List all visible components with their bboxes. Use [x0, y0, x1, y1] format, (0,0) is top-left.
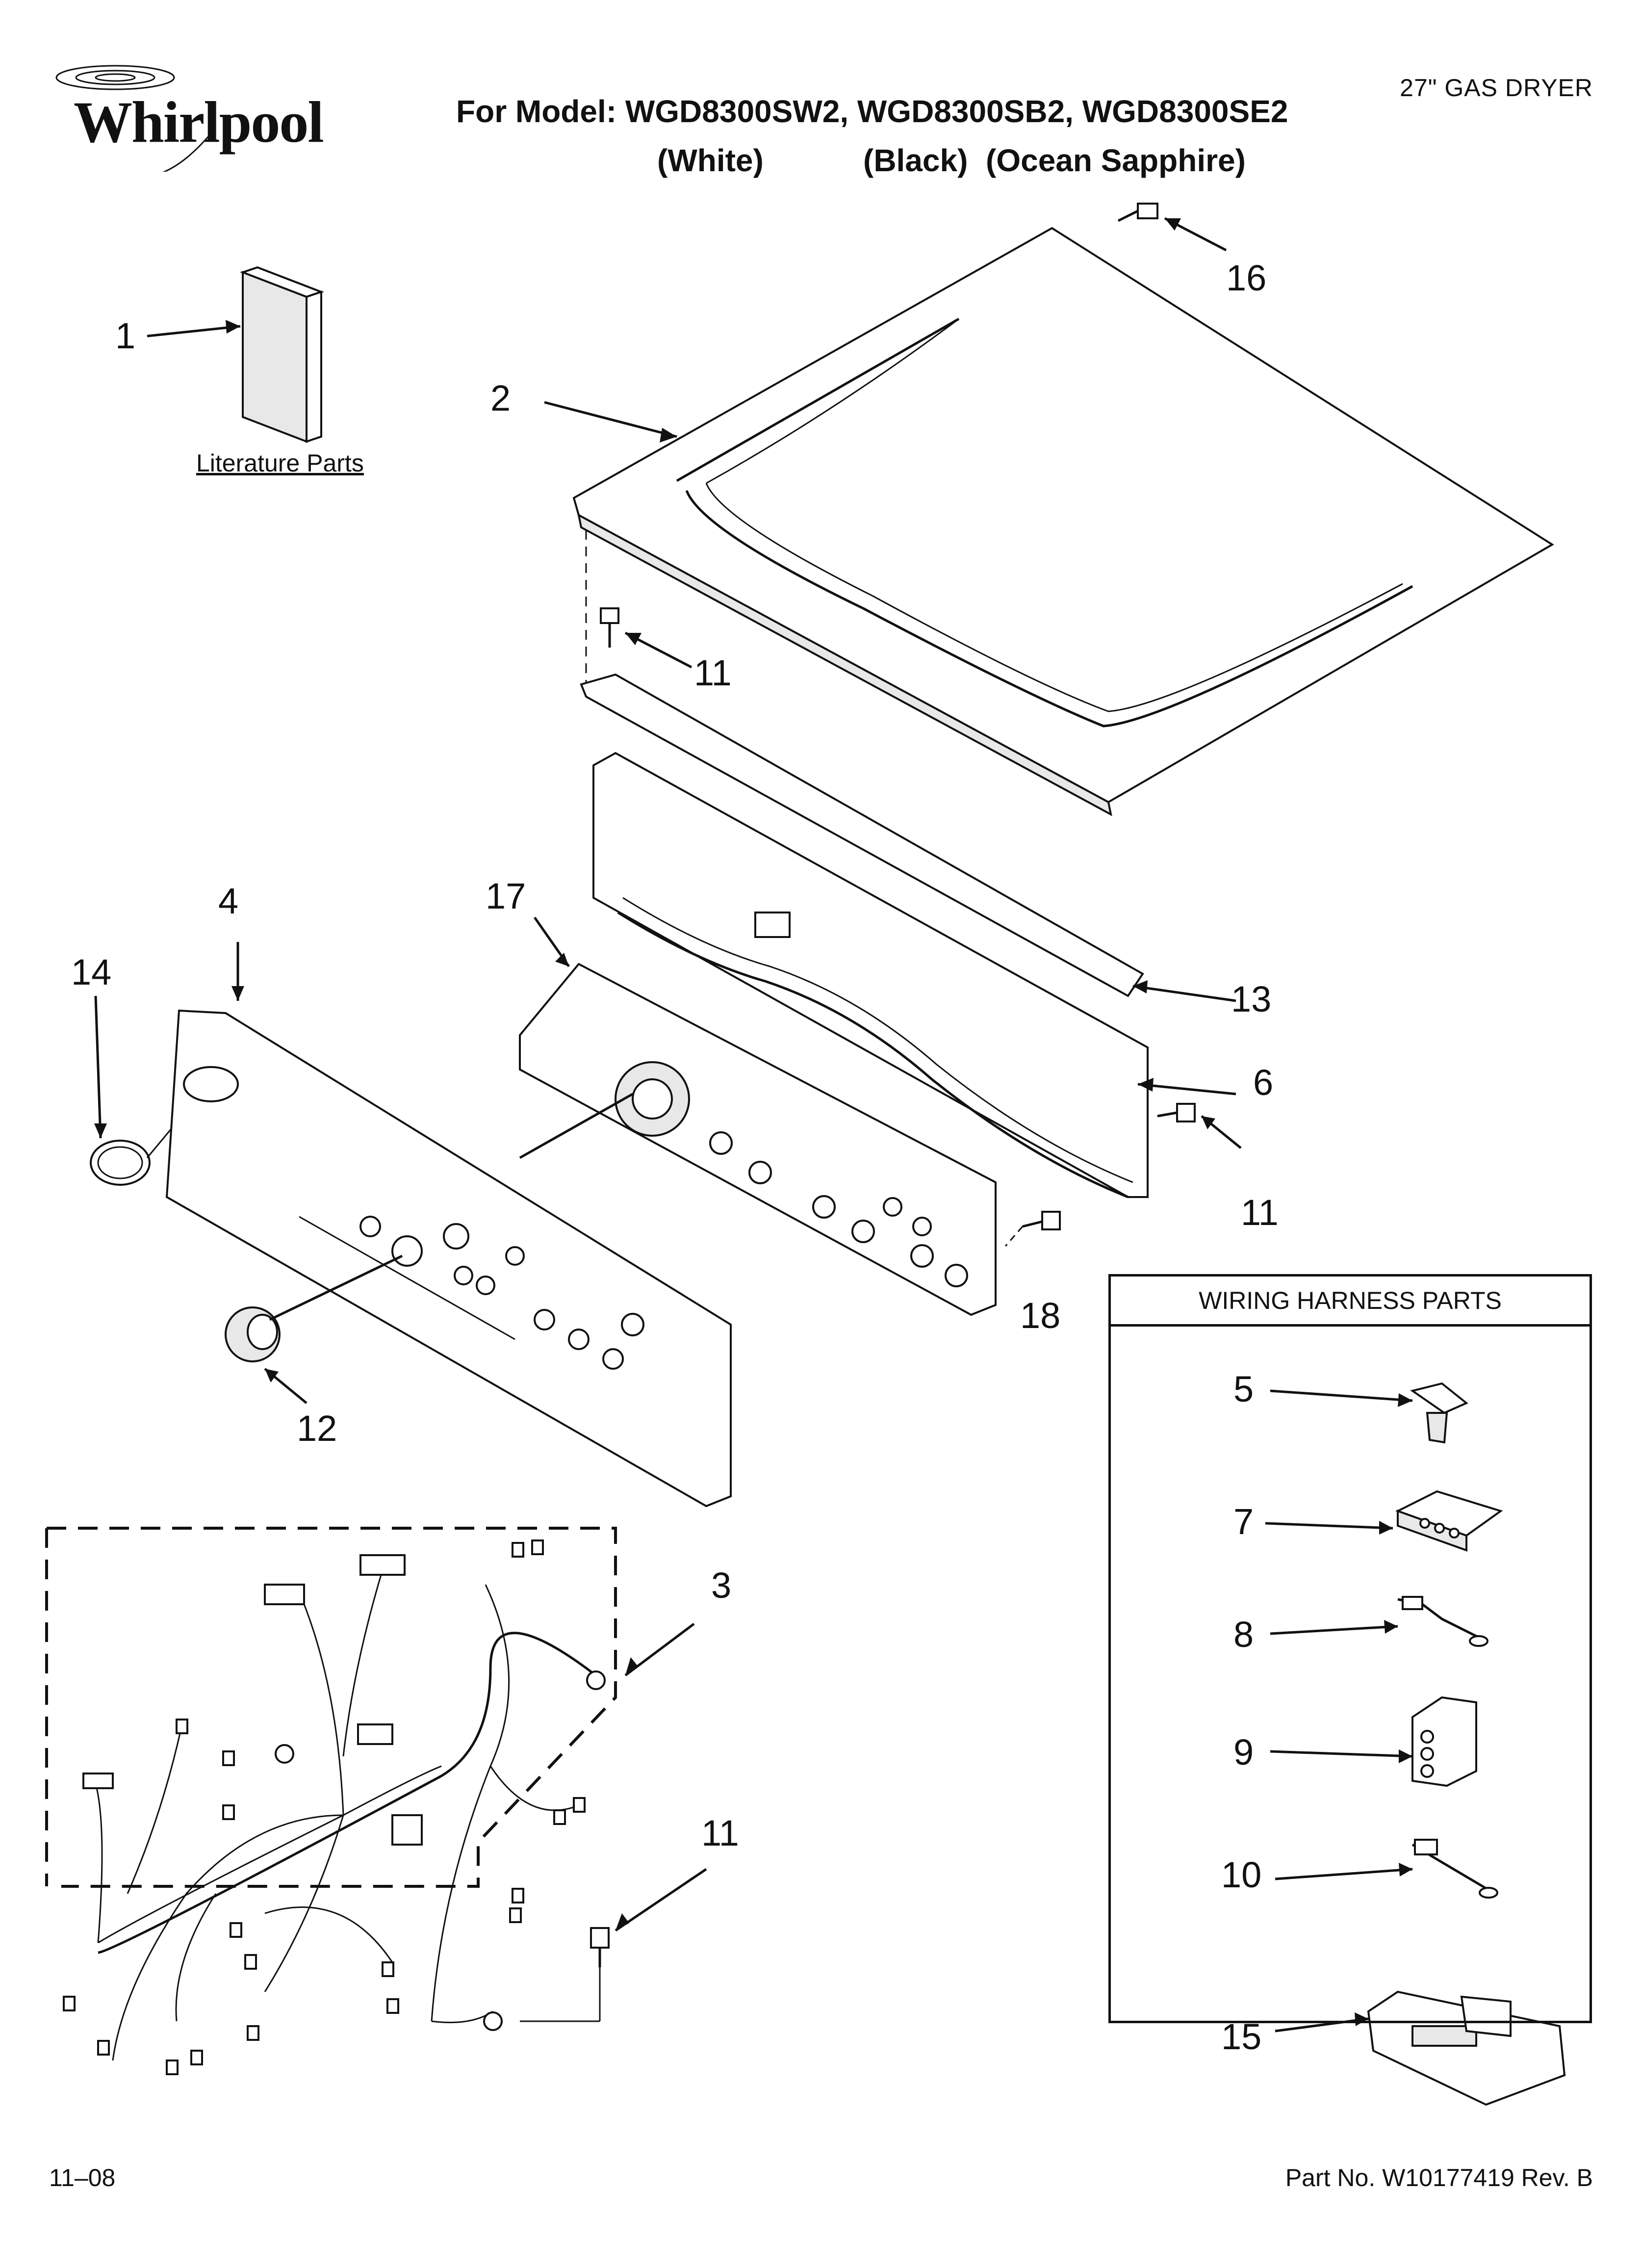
part-5-clip: [1410, 1382, 1468, 1444]
revision-date: 11–08: [49, 2164, 116, 2191]
screw-11-top: [600, 607, 619, 648]
part-15-block: [1367, 1990, 1566, 2106]
top-rail-bracket: [580, 673, 1144, 997]
part-number: Part No. W10177419 Rev. B: [1285, 2164, 1593, 2191]
screw-16: [1117, 203, 1158, 222]
callout-12: 12: [297, 1408, 337, 1449]
wiring-harness-heading: WIRING HARNESS PARTS: [1111, 1277, 1590, 1327]
callout-17: 17: [486, 876, 526, 916]
harness-boundary: [47, 1527, 617, 1888]
callout-11-right: 11: [1241, 1192, 1279, 1233]
callout-11-top: 11: [694, 652, 732, 693]
top-panel: [572, 227, 1554, 816]
product-type: 27" GAS DRYER: [1400, 74, 1593, 102]
screw-11-right: [1157, 1103, 1196, 1122]
callout-15: 15: [1221, 2016, 1262, 2057]
control-board: [519, 963, 997, 1316]
whirlpool-logo: Whirlpool: [29, 54, 334, 178]
part-7-connector: [1395, 1490, 1503, 1552]
callout-5: 5: [1233, 1369, 1254, 1409]
callout-3: 3: [711, 1565, 732, 1606]
color-ocean-sapphire: (Ocean Sapphire): [986, 143, 1246, 178]
part-9-housing: [1411, 1696, 1477, 1787]
callout-1: 1: [115, 315, 136, 356]
part-10-terminal: [1411, 1839, 1498, 1899]
brand-name: Whirlpool: [74, 89, 324, 155]
callout-8: 8: [1233, 1614, 1254, 1655]
part-8-terminal: [1397, 1596, 1488, 1647]
screw-11-bottom: [590, 1927, 610, 1967]
color-black: (Black): [863, 143, 968, 178]
callout-11-bottom: 11: [701, 1813, 739, 1853]
callout-18: 18: [1020, 1295, 1061, 1336]
callout-14: 14: [71, 952, 112, 992]
callout-4: 4: [218, 881, 239, 921]
literature-book: [240, 266, 324, 443]
main-wire-harness: [63, 1539, 606, 2075]
knob: [225, 1306, 281, 1362]
callout-9: 9: [1233, 1732, 1254, 1773]
callout-7: 7: [1233, 1501, 1254, 1542]
control-console: [165, 1009, 732, 1508]
console-frame: [592, 752, 1149, 1199]
callout-10: 10: [1221, 1854, 1262, 1895]
callout-16: 16: [1226, 258, 1267, 298]
callout-2: 2: [490, 378, 511, 418]
literature-parts-label: Literature Parts: [196, 449, 364, 477]
color-white: (White): [657, 143, 764, 178]
page-title: For Model: WGD8300SW2, WGD8300SB2, WGD83…: [456, 94, 1288, 129]
wiring-harness-parts-box: WIRING HARNESS PARTS: [1108, 1274, 1592, 2023]
screw-18: [1022, 1211, 1061, 1230]
callout-6: 6: [1253, 1062, 1274, 1103]
badge-ring: [90, 1140, 151, 1186]
callout-13: 13: [1231, 979, 1272, 1019]
